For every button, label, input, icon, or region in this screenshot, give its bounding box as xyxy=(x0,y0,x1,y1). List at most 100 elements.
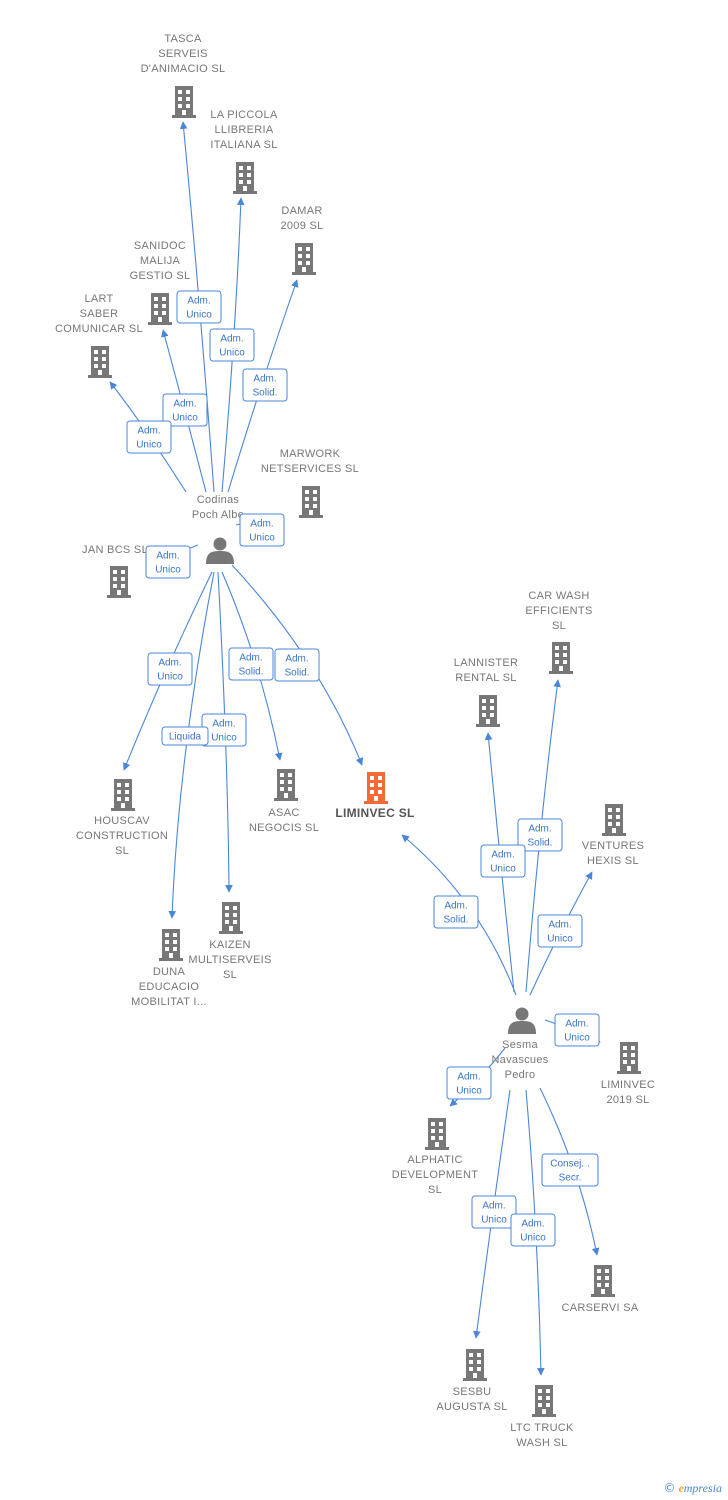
building-icon xyxy=(233,162,257,194)
relation-label-text: Adm. xyxy=(521,1219,544,1230)
footer-brand: ©empresia xyxy=(663,1481,722,1496)
relation-label-text: Adm. xyxy=(285,654,308,665)
relation-label-text: Adm. xyxy=(187,296,210,307)
company-node-liminvec[interactable]: LIMINVEC SL xyxy=(335,772,414,820)
brand-logo-text: mpresia xyxy=(683,1481,722,1495)
company-node-liminvec2019[interactable]: LIMINVEC 2019 SL xyxy=(601,1042,655,1106)
building-icon xyxy=(591,1265,615,1297)
relation-label-codinas-lart[interactable]: Adm. Unico xyxy=(126,420,172,454)
relation-label-text: Adm. xyxy=(220,334,243,345)
company-name-line: AUGUSTA SL xyxy=(436,1401,507,1413)
relation-label-sesma-ventures[interactable]: Adm. Unico xyxy=(537,914,583,948)
relation-label-codinas-damar[interactable]: Adm.Solid. xyxy=(242,368,288,402)
relation-label-box xyxy=(510,1213,556,1247)
company-name-line: LANNISTER xyxy=(454,657,518,669)
relation-label-text: Adm. xyxy=(156,551,179,562)
company-name-line: COMUNICAR SL xyxy=(55,323,143,335)
relation-label-box xyxy=(480,844,526,878)
relation-label-text: Solid. xyxy=(238,667,263,678)
person-icon xyxy=(508,1007,536,1034)
relation-label-sesma-ltctruck[interactable]: Adm.Unico xyxy=(510,1213,556,1247)
relation-label-codinas-houscav[interactable]: Adm.Unico xyxy=(147,652,193,686)
relation-label-sesma-lannister[interactable]: Adm.Unico xyxy=(480,844,526,878)
copyright-symbol: © xyxy=(663,1481,676,1495)
relation-label-codinas-duna[interactable]: Liquida xyxy=(161,726,209,746)
person-icon xyxy=(206,537,234,564)
relation-label-text: Solid. xyxy=(527,838,552,849)
relation-label-codinas-sanidoc[interactable]: Adm.Unico xyxy=(162,393,208,427)
relation-label-codinas-marwork[interactable]: Adm.Unico xyxy=(239,513,285,547)
relation-label-sesma-liminvec2019[interactable]: Adm.Unico xyxy=(554,1013,600,1047)
company-name-line: MOBILITAT I... xyxy=(131,996,207,1008)
company-name-line: LA PICCOLA xyxy=(210,109,278,121)
company-name-line: DAMAR xyxy=(281,205,322,217)
edge-codinas-duna xyxy=(168,571,215,919)
company-name-line: HEXIS SL xyxy=(587,855,639,867)
relation-label-box xyxy=(541,1153,599,1187)
company-node-carservi[interactable]: CARSERVI SA xyxy=(561,1265,639,1314)
relation-label-text: Unico xyxy=(547,934,573,945)
company-name-line: HOUSCAV xyxy=(94,815,150,827)
company-name-line: 2019 SL xyxy=(606,1094,649,1106)
relation-label-sesma-alphatic[interactable]: Adm.Unico xyxy=(446,1066,492,1100)
company-name-line: GESTIO SL xyxy=(130,270,191,282)
relation-label-codinas-tasca[interactable]: Adm.Unico xyxy=(176,290,222,324)
company-name-line: CAR WASH xyxy=(528,590,589,602)
building-icon xyxy=(292,243,316,275)
company-name-line: TASCA xyxy=(164,33,202,45)
company-node-piccola[interactable]: LA PICCOLA LLIBRERIA ITALIANA SL xyxy=(210,109,278,194)
relation-label-codinas-asac[interactable]: Adm.Solid. xyxy=(228,647,274,681)
relation-label-box xyxy=(242,368,288,402)
company-name-line: ITALIANA SL xyxy=(210,139,277,151)
relation-label-text: Unico xyxy=(157,672,183,683)
company-name-line: SL xyxy=(223,969,237,981)
company-name-line: SL xyxy=(428,1184,442,1196)
relation-label-sesma-carservi[interactable]: Consej. .Secr. xyxy=(541,1153,599,1187)
relation-label-codinas-piccola[interactable]: Adm.Unico xyxy=(209,328,255,362)
relation-label-codinas-liminvec[interactable]: Adm.Solid. xyxy=(274,648,320,682)
relation-label-box xyxy=(471,1195,517,1229)
relation-label-box xyxy=(161,726,209,746)
building-icon xyxy=(476,695,500,727)
relation-label-box xyxy=(176,290,222,324)
company-name-line: DEVELOPMENT xyxy=(392,1169,478,1181)
company-name-line: LLIBRERIA xyxy=(215,124,274,136)
relation-label-text: Adm. xyxy=(565,1019,588,1030)
building-icon xyxy=(111,779,135,811)
company-name-line: LIMINVEC xyxy=(601,1079,655,1091)
relation-label-sesma-liminvec[interactable]: Adm.Solid. xyxy=(433,895,479,929)
relation-label-text: Liquida xyxy=(169,732,202,743)
relation-label-text: Unico xyxy=(490,864,516,875)
company-node-janbcs[interactable]: JAN BCS SL xyxy=(82,544,148,598)
company-name-line: SANIDOC xyxy=(134,240,186,252)
relation-label-codinas-janbcs[interactable]: Adm.Unico xyxy=(145,545,191,579)
relation-label-codinas-kaizen[interactable]: Adm.Unico xyxy=(201,713,247,747)
relation-label-text: Unico xyxy=(136,440,162,451)
relation-label-text: Unico xyxy=(172,413,198,424)
building-icon xyxy=(148,293,172,325)
company-name-line: LTC TRUCK xyxy=(510,1422,574,1434)
relation-label-text: Adm. xyxy=(137,426,160,437)
company-node-lannister[interactable]: LANNISTER RENTAL SL xyxy=(454,657,518,727)
company-name-line: RENTAL SL xyxy=(455,672,516,684)
relation-label-sesma-carwash[interactable]: Adm.Solid. xyxy=(517,818,563,852)
relation-label-sesma-sesbu[interactable]: Adm.Unico xyxy=(471,1195,517,1229)
company-name-line: D'ANIMACIO SL xyxy=(141,63,226,75)
relation-label-text: Adm. xyxy=(548,920,571,931)
